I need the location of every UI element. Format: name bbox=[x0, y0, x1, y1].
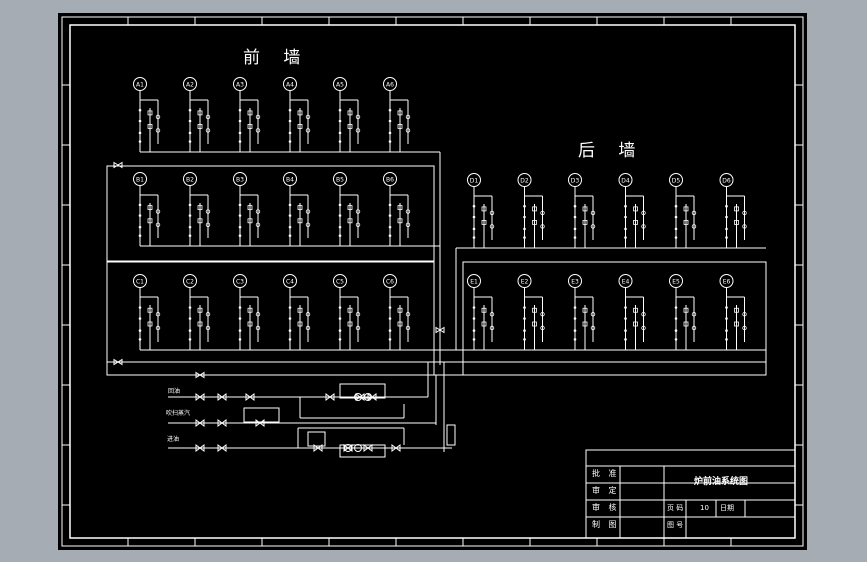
svg-text:A4: A4 bbox=[286, 82, 294, 89]
burner-D3: D3 bbox=[568, 173, 596, 248]
burner-C2: C2 bbox=[183, 274, 211, 350]
audit-label: 审 核 bbox=[592, 503, 620, 512]
burner-A2: A2 bbox=[183, 77, 211, 152]
svg-text:E5: E5 bbox=[672, 279, 680, 286]
svg-text:E4: E4 bbox=[622, 279, 630, 286]
page-value: 10 bbox=[700, 504, 709, 512]
drawing-no-label: 图 号 bbox=[667, 521, 684, 529]
burner-E2: E2 bbox=[517, 274, 545, 350]
burner-D2: D2 bbox=[517, 173, 545, 248]
burner-D6: D6 bbox=[719, 173, 747, 248]
burner-B4: B4 bbox=[283, 172, 311, 246]
drawing-name: 炉前油系统图 bbox=[694, 477, 749, 487]
svg-text:A5: A5 bbox=[336, 82, 344, 89]
drawing-frame bbox=[61, 16, 804, 547]
svg-text:D2: D2 bbox=[520, 178, 529, 185]
review-label: 审 定 bbox=[592, 486, 620, 495]
burner-E5: E5 bbox=[669, 274, 697, 350]
svg-text:A3: A3 bbox=[236, 82, 244, 89]
burner-D1: D1 bbox=[467, 173, 495, 248]
svg-text:C4: C4 bbox=[286, 279, 294, 286]
draw-label: 制 图 bbox=[592, 520, 620, 529]
return-oil-label: 回油 bbox=[168, 388, 181, 395]
burner-D5: D5 bbox=[669, 173, 697, 248]
svg-text:D4: D4 bbox=[621, 178, 630, 185]
valve-symbols bbox=[113, 161, 445, 452]
svg-text:D3: D3 bbox=[571, 178, 580, 185]
burner-E3: E3 bbox=[568, 274, 596, 350]
burner-B3: B3 bbox=[233, 172, 261, 246]
burner-B2: B2 bbox=[183, 172, 211, 246]
burner-C3: C3 bbox=[233, 274, 261, 350]
burner-C5: C5 bbox=[333, 274, 361, 350]
burner-A3: A3 bbox=[233, 77, 261, 152]
svg-text:B3: B3 bbox=[236, 177, 244, 184]
back-wall-title: 后 墙 bbox=[578, 141, 645, 161]
svg-text:C1: C1 bbox=[136, 279, 144, 286]
svg-text:E2: E2 bbox=[521, 279, 529, 286]
burner-D4: D4 bbox=[618, 173, 646, 248]
burner-B1: B1 bbox=[133, 172, 161, 246]
burner-E6: E6 bbox=[719, 274, 747, 350]
burner-B6: B6 bbox=[383, 172, 411, 246]
burner-C6: C6 bbox=[383, 274, 411, 350]
burner-B5: B5 bbox=[333, 172, 361, 246]
front-wall-title: 前 墙 bbox=[243, 48, 310, 68]
svg-text:D6: D6 bbox=[722, 178, 731, 185]
svg-text:E1: E1 bbox=[470, 279, 478, 286]
svg-text:C5: C5 bbox=[336, 279, 344, 286]
burner-C1: C1 bbox=[133, 274, 161, 350]
svg-text:B2: B2 bbox=[186, 177, 194, 184]
burner-E1: E1 bbox=[467, 274, 495, 350]
svg-text:A1: A1 bbox=[136, 82, 144, 89]
date-label: 日期 bbox=[720, 504, 734, 512]
svg-text:B5: B5 bbox=[336, 177, 344, 184]
burner-C4: C4 bbox=[283, 274, 311, 350]
approve-label: 批 准 bbox=[592, 469, 620, 478]
svg-text:C2: C2 bbox=[186, 279, 194, 286]
svg-text:D1: D1 bbox=[470, 178, 479, 185]
burner-A1: A1 bbox=[133, 77, 161, 152]
svg-text:E3: E3 bbox=[571, 279, 579, 286]
burner-A6: A6 bbox=[383, 77, 411, 152]
burner-E4: E4 bbox=[618, 274, 646, 350]
svg-text:E6: E6 bbox=[723, 279, 731, 286]
svg-text:C3: C3 bbox=[236, 279, 244, 286]
frame-ticks bbox=[62, 17, 803, 546]
svg-text:B1: B1 bbox=[136, 177, 144, 184]
svg-text:B4: B4 bbox=[286, 177, 294, 184]
purge-steam-label: 吹扫蒸汽 bbox=[166, 410, 191, 417]
svg-text:A2: A2 bbox=[186, 82, 194, 89]
svg-text:A6: A6 bbox=[386, 82, 394, 89]
svg-text:C6: C6 bbox=[386, 279, 394, 286]
supply-oil-label: 进油 bbox=[167, 436, 180, 443]
svg-text:D5: D5 bbox=[672, 178, 681, 185]
burner-A5: A5 bbox=[333, 77, 361, 152]
burner-A4: A4 bbox=[283, 77, 311, 152]
drawing-sheet bbox=[58, 13, 807, 550]
svg-text:B6: B6 bbox=[386, 177, 394, 184]
page-label: 页 码 bbox=[667, 504, 684, 512]
